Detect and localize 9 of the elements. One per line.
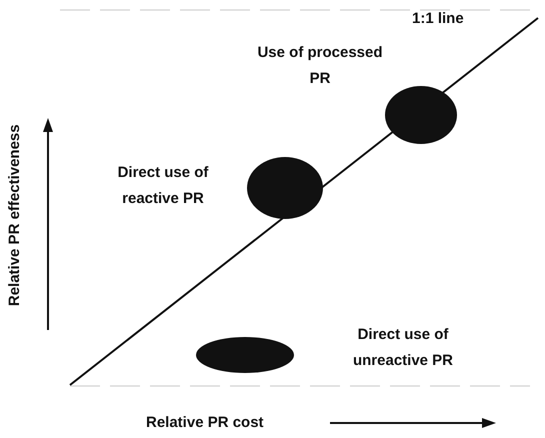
axis-label: Relative PR cost xyxy=(146,413,264,433)
ellipse-marker xyxy=(247,157,323,219)
ellipse-marker xyxy=(385,86,457,144)
line-label: 1:1 line xyxy=(412,9,464,29)
ellipse-label: Direct use of unreactive PR xyxy=(352,325,454,371)
ellipse-label: Use of processed PR xyxy=(256,43,384,89)
axis-label: Relative PR effectiveness xyxy=(4,123,24,308)
ellipse-marker xyxy=(196,337,294,373)
ellipse-label: Direct use of reactive PR xyxy=(116,163,210,209)
